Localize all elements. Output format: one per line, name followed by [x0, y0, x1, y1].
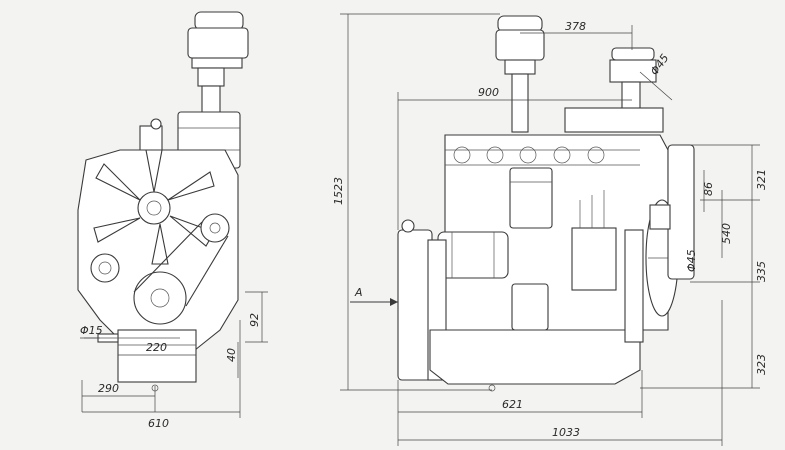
side-view-dimensions	[340, 13, 760, 446]
dim-86: 86	[702, 182, 715, 196]
dim-220: 220	[146, 341, 167, 354]
dim-540: 540	[720, 223, 733, 244]
dim-335: 335	[755, 261, 768, 282]
dim-900: 900	[478, 86, 499, 99]
dim-378: 378	[565, 20, 586, 33]
dim-shaft-diameter: Φ15	[80, 324, 103, 337]
engine-front-view	[77, 11, 249, 392]
dim-40: 40	[225, 348, 238, 362]
view-label-a: A	[354, 286, 363, 299]
dim-321: 321	[755, 169, 768, 190]
dim-290: 290	[98, 382, 119, 395]
dim-621: 621	[502, 398, 523, 411]
dim-323: 323	[755, 354, 768, 375]
dim-610: 610	[148, 417, 169, 430]
dim-1523: 1523	[332, 177, 345, 205]
dim-92: 92	[248, 313, 261, 327]
dim-1033: 1033	[552, 426, 580, 439]
engine-side-view	[397, 15, 695, 392]
dim-diameter-45-side: Φ45	[685, 249, 698, 272]
front-view-dimensions	[80, 291, 268, 418]
